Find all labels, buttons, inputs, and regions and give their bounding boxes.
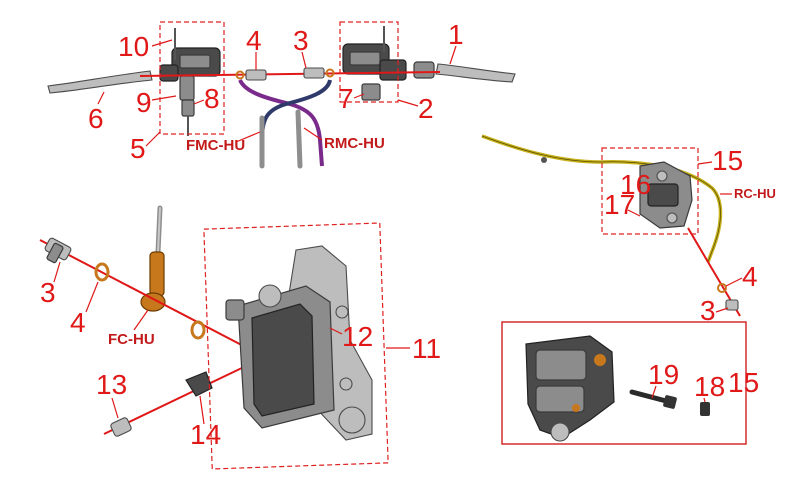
top-banjo-bolt-right-icon (303, 67, 335, 79)
callout-11: 11 (412, 333, 441, 364)
right-master-cylinder-icon (342, 26, 435, 101)
detail-plug-bolt-icon (700, 402, 710, 416)
front-pad-clip-icon (185, 371, 213, 397)
front-banjo-bolt-icon (44, 237, 72, 264)
callout-4: 4 (246, 25, 262, 56)
callout-3-rear: 3 (700, 295, 716, 326)
callout-5: 5 (130, 133, 146, 164)
callout-9: 9 (136, 87, 152, 118)
callout-3-front: 3 (40, 277, 56, 308)
label-fc-hu: FC-HU (108, 331, 155, 348)
front-master-hose (238, 78, 324, 167)
callout-18: 18 (694, 371, 725, 402)
callout-8: 8 (204, 83, 220, 114)
callout-15-detail: 15 (728, 367, 759, 398)
left-master-cylinder-box (159, 21, 225, 135)
callout-3: 3 (293, 25, 309, 56)
callout-4-rear: 4 (742, 261, 758, 292)
callout-12: 12 (342, 321, 373, 352)
left-brake-lever-icon (47, 70, 153, 94)
callout-16: 16 (620, 169, 651, 200)
front-caliper-assembly (39, 205, 389, 470)
callout-4-front: 4 (70, 307, 86, 338)
label-fmc-hu: FMC-HU (186, 137, 245, 154)
callout-1: 1 (448, 19, 464, 50)
callout-17: 17 (604, 189, 635, 220)
detail-pin-bolt-icon (629, 389, 677, 409)
rear-caliper-box (601, 147, 699, 235)
rear-brake-caliper-icon (639, 161, 693, 229)
front-caliper-box (203, 222, 389, 470)
callout-14: 14 (190, 419, 221, 450)
handlebar-assembly (47, 21, 516, 169)
callout-7: 7 (338, 83, 354, 114)
callout-15-rear: 15 (712, 145, 743, 176)
detail-brake-caliper-icon (525, 335, 615, 442)
label-rmc-hu: RMC-HU (324, 135, 385, 152)
front-washer-lower-icon (190, 320, 206, 340)
front-brake-caliper-icon (225, 245, 373, 441)
right-master-cylinder-box (339, 21, 399, 103)
callout-6: 6 (88, 103, 104, 134)
callout-13: 13 (96, 369, 127, 400)
callout-2: 2 (418, 93, 434, 124)
rear-callouts: 15 16 17 RC-HU 4 3 (604, 145, 776, 326)
front-banjo-fitting-icon (140, 251, 166, 312)
top-banjo-bolt-left-icon (235, 69, 267, 81)
front-callouts: 3 4 FC-HU 12 11 13 14 (40, 261, 441, 450)
top-callouts: 10 4 3 1 9 8 6 5 7 2 FMC-HU RMC-HU (88, 19, 464, 164)
label-rc-hu: RC-HU (734, 186, 776, 201)
callout-10: 10 (118, 31, 149, 62)
rear-caliper-assembly (481, 134, 741, 317)
caliper-detail-frame (501, 321, 747, 445)
left-master-cylinder-icon (159, 28, 221, 136)
callout-19: 19 (648, 359, 679, 390)
caliper-detail-panel (501, 321, 747, 445)
right-brake-lever-icon (435, 63, 516, 83)
front-mount-bolt-icon (110, 417, 132, 437)
top-assembly-axis (139, 71, 441, 77)
detail-callouts: 19 18 15 (648, 359, 759, 403)
front-washer-upper-icon (94, 262, 110, 282)
